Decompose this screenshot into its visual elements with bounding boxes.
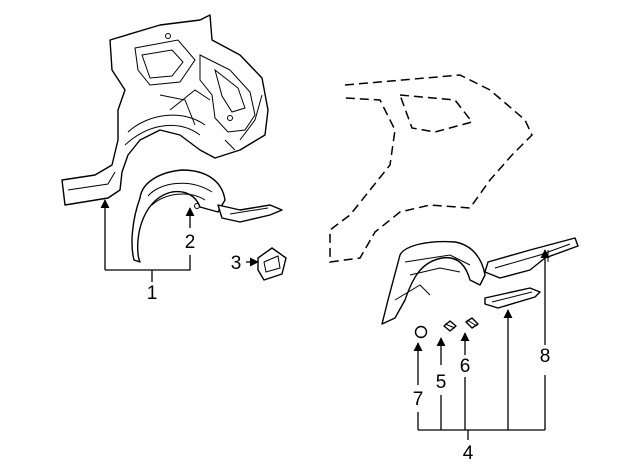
quarter-inner-panel	[61, 14, 269, 206]
leader-lines	[100, 199, 550, 440]
callout-6: 6	[460, 356, 471, 377]
callout-7: 7	[413, 389, 424, 410]
sill-extension	[484, 287, 541, 309]
callout-3: 3	[231, 253, 242, 274]
callout-8: 8	[540, 346, 551, 367]
bolt-fastener-6	[465, 317, 479, 329]
callout-2: 2	[185, 232, 196, 253]
body-outline-dashed	[329, 74, 533, 263]
callout-4: 4	[463, 443, 474, 464]
callout-5: 5	[436, 372, 447, 393]
clip-fastener	[414, 325, 428, 339]
callout-1: 1	[147, 283, 158, 304]
wheelhouse-liner	[131, 169, 283, 263]
bolt-fastener-5	[443, 320, 457, 332]
rear-extension-rail	[484, 237, 579, 279]
bracket-part	[257, 247, 287, 281]
outer-wheelhouse	[381, 240, 486, 325]
